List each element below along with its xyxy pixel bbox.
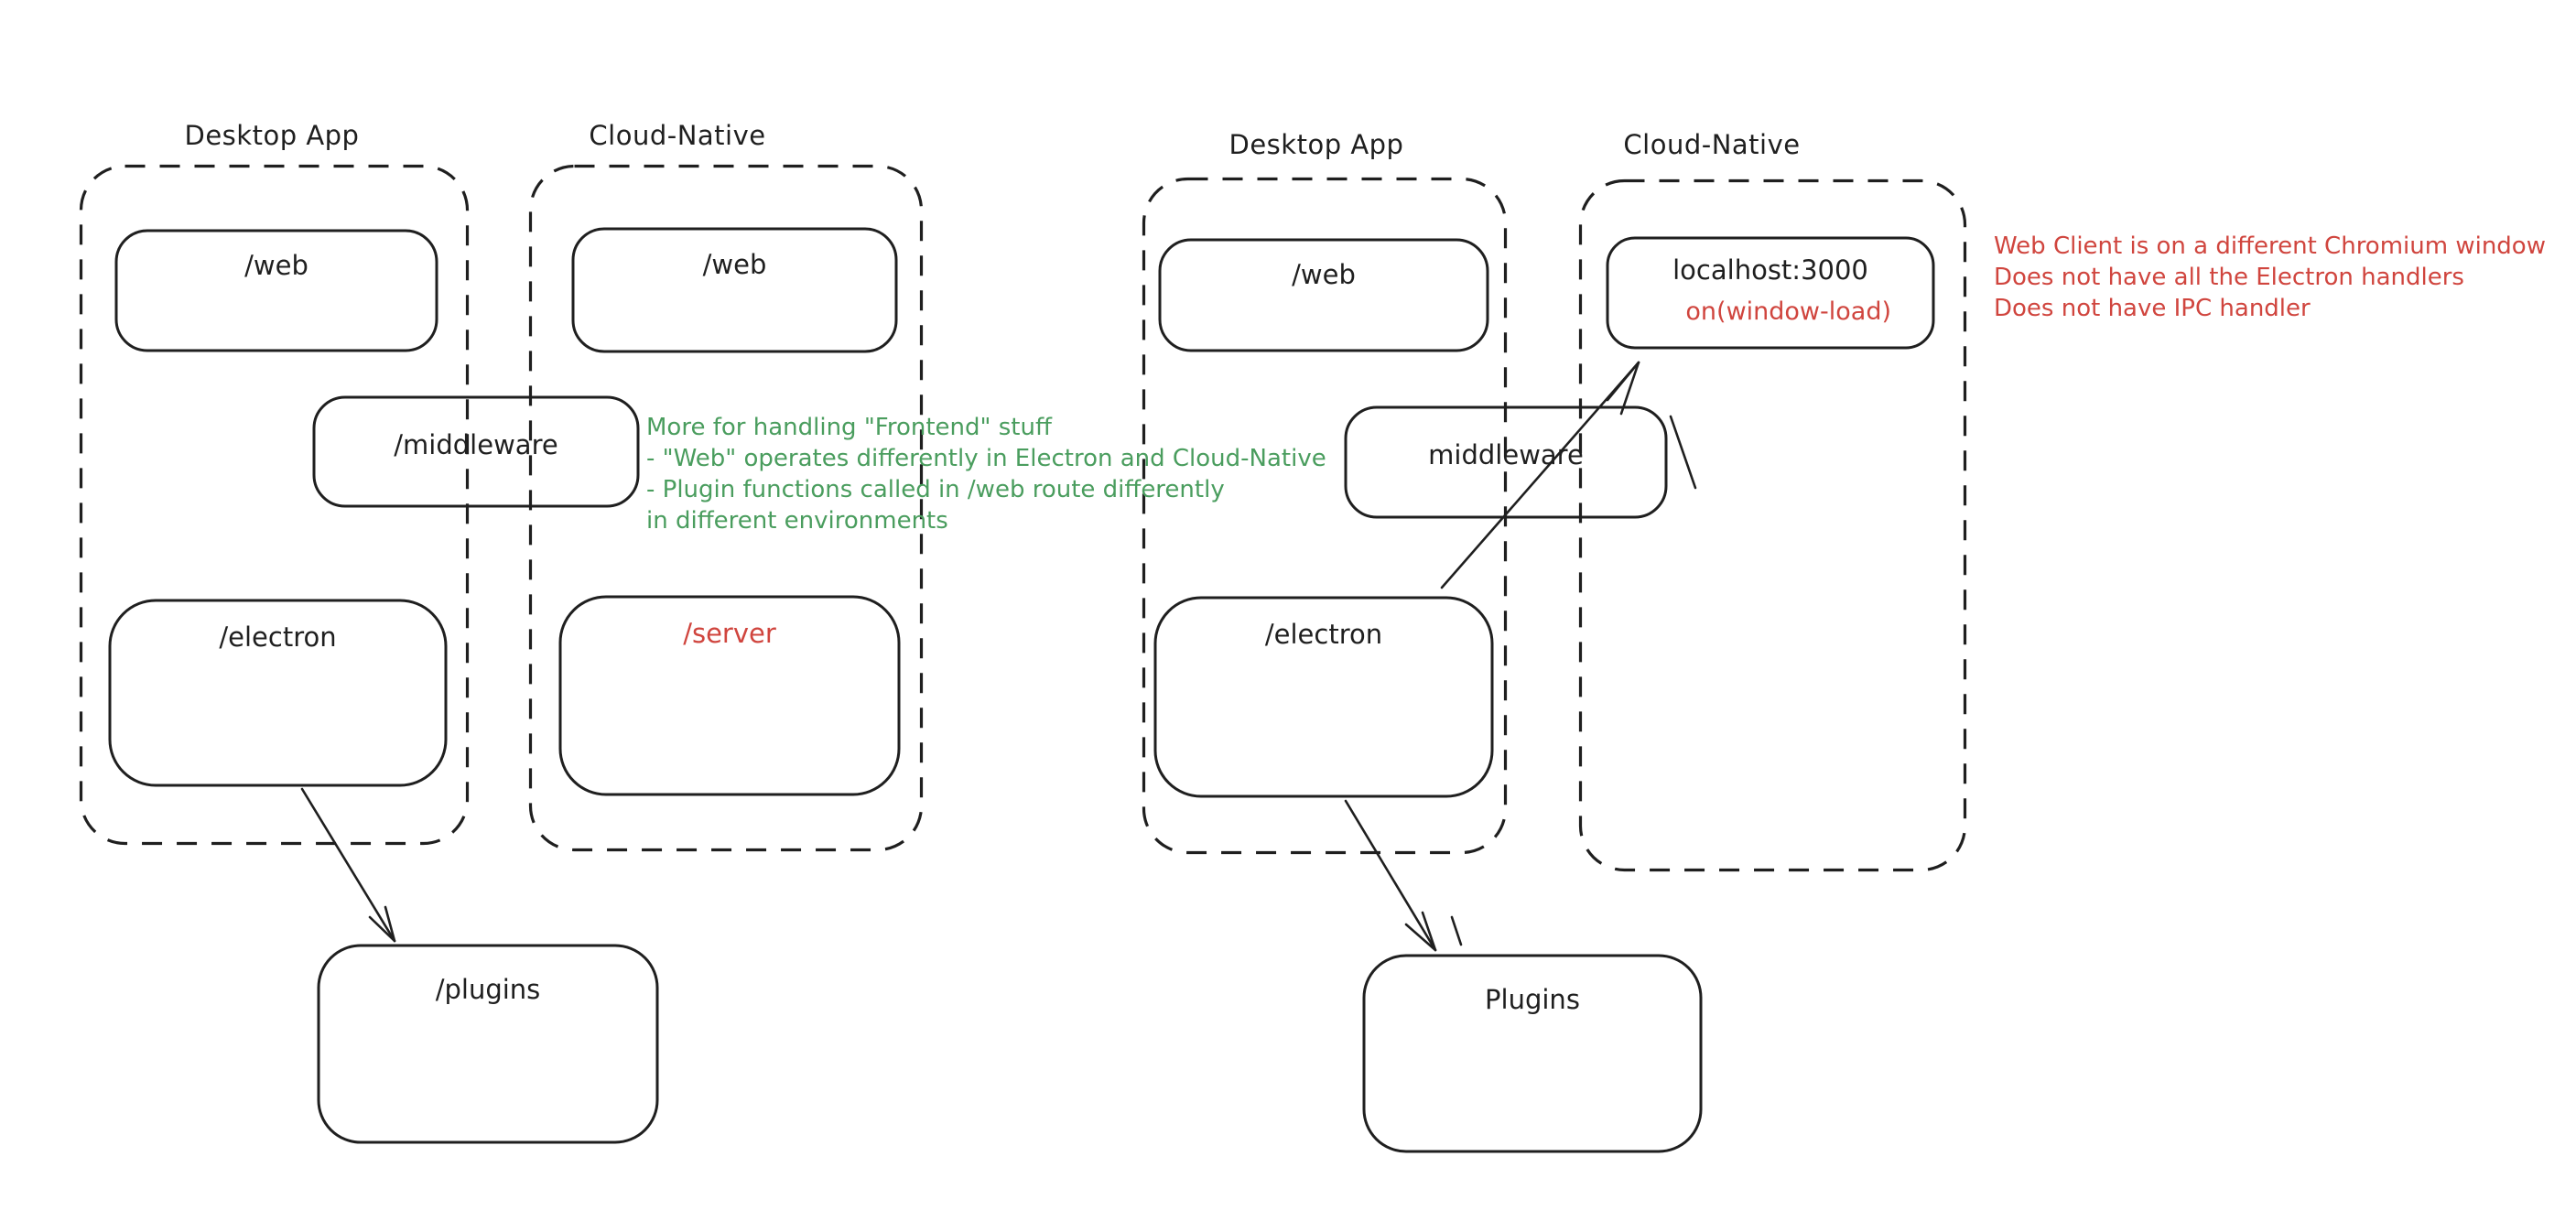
node-label-web-right: /web	[1292, 259, 1356, 290]
arrow-electron-to-plugins-right	[1344, 799, 1463, 952]
red-annotation-line-3: Does not have IPC handler	[1994, 295, 2311, 322]
node-plugins-right	[1362, 954, 1703, 1153]
node-server-left	[558, 595, 901, 796]
node-web-cloud-left	[571, 227, 898, 353]
group-label-desktop-app-right: Desktop App	[1228, 129, 1404, 160]
red-annotation-line-2: Does not have all the Electron handlers	[1994, 264, 2464, 291]
node-localhost-right	[1606, 236, 1935, 350]
node-middleware-left	[312, 395, 640, 508]
node-middleware-right	[1344, 405, 1668, 519]
arrow-electron-to-localhost-right	[1440, 361, 1697, 589]
arrow-electron-to-plugins-left	[300, 787, 396, 943]
node-label-window-load-right: on(window-load)	[1685, 297, 1891, 326]
red-annotation-line-1: Web Client is on a different Chromium wi…	[1994, 232, 2546, 260]
node-label-web-desktop-left: /web	[244, 250, 308, 281]
node-label-plugins-right: Plugins	[1485, 984, 1580, 1015]
node-label-middleware-left: /middleware	[394, 429, 558, 460]
container-cloud-native-right	[1578, 178, 1967, 872]
red-annotation: Web Client is on a different Chromium wi…	[1994, 231, 2546, 324]
node-electron-left	[108, 599, 448, 787]
group-label-cloud-native-left: Cloud-Native	[589, 120, 766, 151]
group-label-desktop-app-left: Desktop App	[184, 120, 360, 151]
container-cloud-native-left	[528, 164, 924, 852]
group-label-cloud-native-right: Cloud-Native	[1623, 129, 1801, 160]
green-annotation-line-1: More for handling "Frontend" stuff	[646, 414, 1052, 441]
node-web-desktop-left	[114, 229, 438, 352]
node-label-localhost-right: localhost:3000	[1672, 254, 1868, 286]
node-label-web-cloud-left: /web	[702, 249, 767, 280]
node-label-electron-left: /electron	[219, 621, 337, 653]
node-label-electron-right: /electron	[1264, 619, 1383, 650]
node-web-right	[1158, 238, 1489, 352]
node-label-server-left: /server	[683, 618, 776, 649]
node-plugins-left	[317, 944, 659, 1144]
node-electron-right	[1153, 596, 1494, 798]
node-label-middleware-right: middleware	[1428, 439, 1584, 470]
green-annotation-line-2: - "Web" operates differently in Electron…	[646, 445, 1326, 472]
node-label-plugins-left: /plugins	[435, 974, 541, 1005]
green-annotation-line-4: in different environments	[646, 507, 948, 535]
green-annotation-line-3: - Plugin functions called in /web route …	[646, 476, 1225, 503]
green-annotation: More for handling "Frontend" stuff - "We…	[646, 412, 1326, 536]
